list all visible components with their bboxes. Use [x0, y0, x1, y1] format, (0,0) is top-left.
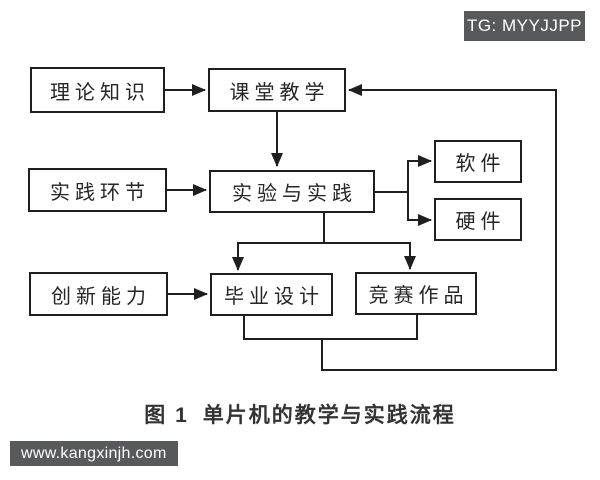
- node-software: 软件: [434, 140, 522, 183]
- node-experiment-and-practice: 实验与实践: [209, 170, 375, 213]
- node-theory-knowledge-label: 理论知识: [50, 81, 150, 104]
- node-innovation-ability: 创新能力: [29, 272, 168, 316]
- node-hardware: 硬件: [434, 198, 522, 241]
- node-theory-knowledge: 理论知识: [30, 67, 165, 113]
- node-experiment-and-practice-label: 实验与实践: [232, 183, 357, 205]
- figure-caption: 图 1 单片机的教学与实践流程: [0, 399, 600, 429]
- node-practice-session: 实践环节: [28, 168, 167, 212]
- arrow-experiment-to-hardware: [407, 192, 432, 226]
- node-competition-works: 竞赛作品: [355, 272, 477, 315]
- node-classroom-teaching: 课堂教学: [208, 68, 346, 112]
- node-hardware-label: 硬件: [455, 211, 506, 233]
- arrow-split-to-competition: [324, 242, 416, 270]
- node-practice-session-label: 实践环节: [50, 181, 150, 204]
- node-competition-works-label: 竞赛作品: [368, 285, 469, 307]
- arrow-feedback-to-classroom: [321, 84, 557, 371]
- node-graduation-design: 毕业设计: [210, 273, 333, 316]
- node-classroom-teaching-label: 课堂教学: [229, 81, 330, 104]
- watermark-site-url: www.kangxinjh.com: [10, 441, 178, 466]
- arrow-split-to-graduation: [232, 242, 324, 271]
- node-innovation-ability-label: 创新能力: [51, 285, 151, 308]
- node-graduation-design-label: 毕业设计: [224, 286, 324, 308]
- watermark-badge-tg: TG: MYYJJPP: [464, 11, 585, 41]
- figure-title: 单片机的教学与实践流程: [202, 404, 456, 427]
- figure-number: 图 1: [144, 404, 189, 427]
- arrow-experiment-to-software: [375, 155, 432, 193]
- node-software-label: 软件: [455, 153, 506, 175]
- line-feedback-bus: [243, 315, 418, 340]
